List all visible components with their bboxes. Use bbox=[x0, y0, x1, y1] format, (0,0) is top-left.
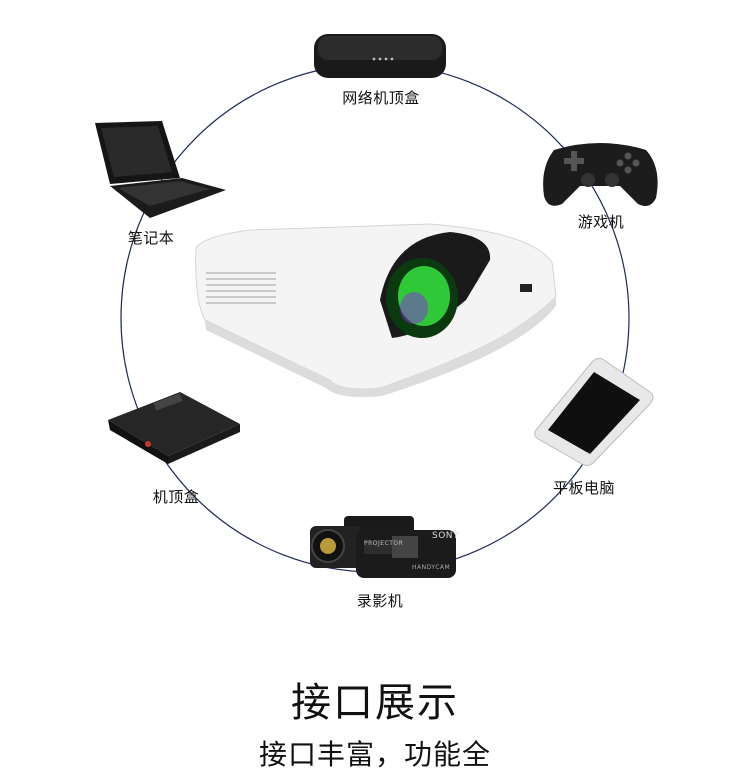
camcorder-icon bbox=[310, 516, 456, 578]
label-laptop: 笔记本 bbox=[127, 229, 175, 247]
label-tablet: 平板电脑 bbox=[552, 479, 616, 497]
set-top-box-icon bbox=[108, 392, 240, 464]
laptop-icon bbox=[95, 121, 226, 218]
network-set-top-box-icon bbox=[314, 34, 446, 78]
label-network-set-top-box: 网络机顶盒 bbox=[342, 89, 420, 107]
camcorder-brand: SONY bbox=[432, 531, 460, 541]
projector-icon bbox=[195, 223, 557, 397]
camcorder-model: PROJECTOR bbox=[364, 540, 404, 547]
tablet-icon bbox=[534, 357, 654, 467]
game-controller-icon bbox=[543, 143, 658, 206]
section-title: 接口展示 bbox=[291, 680, 459, 726]
label-camcorder: 录影机 bbox=[356, 592, 404, 610]
label-game-console: 游戏机 bbox=[577, 213, 625, 231]
camcorder-sub: HANDYCAM bbox=[412, 564, 451, 571]
label-set-top-box: 机顶盒 bbox=[152, 488, 200, 506]
section-subtitle: 接口丰富，功能全 bbox=[258, 738, 491, 771]
